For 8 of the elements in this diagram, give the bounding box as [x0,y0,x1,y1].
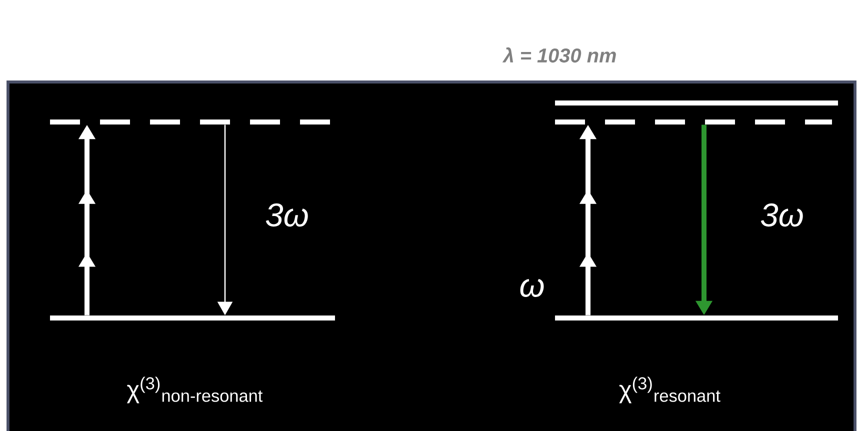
label: χ$^{(3)}$resonant [619,376,720,404]
label: χ$^{(3)}$non-resonant [126,376,263,404]
dashed-level-line [50,120,330,124]
edge-label: 3ω [266,203,308,227]
title: λ = 1030 nm [502,47,616,63]
dashed-level-line [555,120,832,124]
edge-label: 3ω [760,203,803,227]
edge-label: ω [520,279,544,297]
